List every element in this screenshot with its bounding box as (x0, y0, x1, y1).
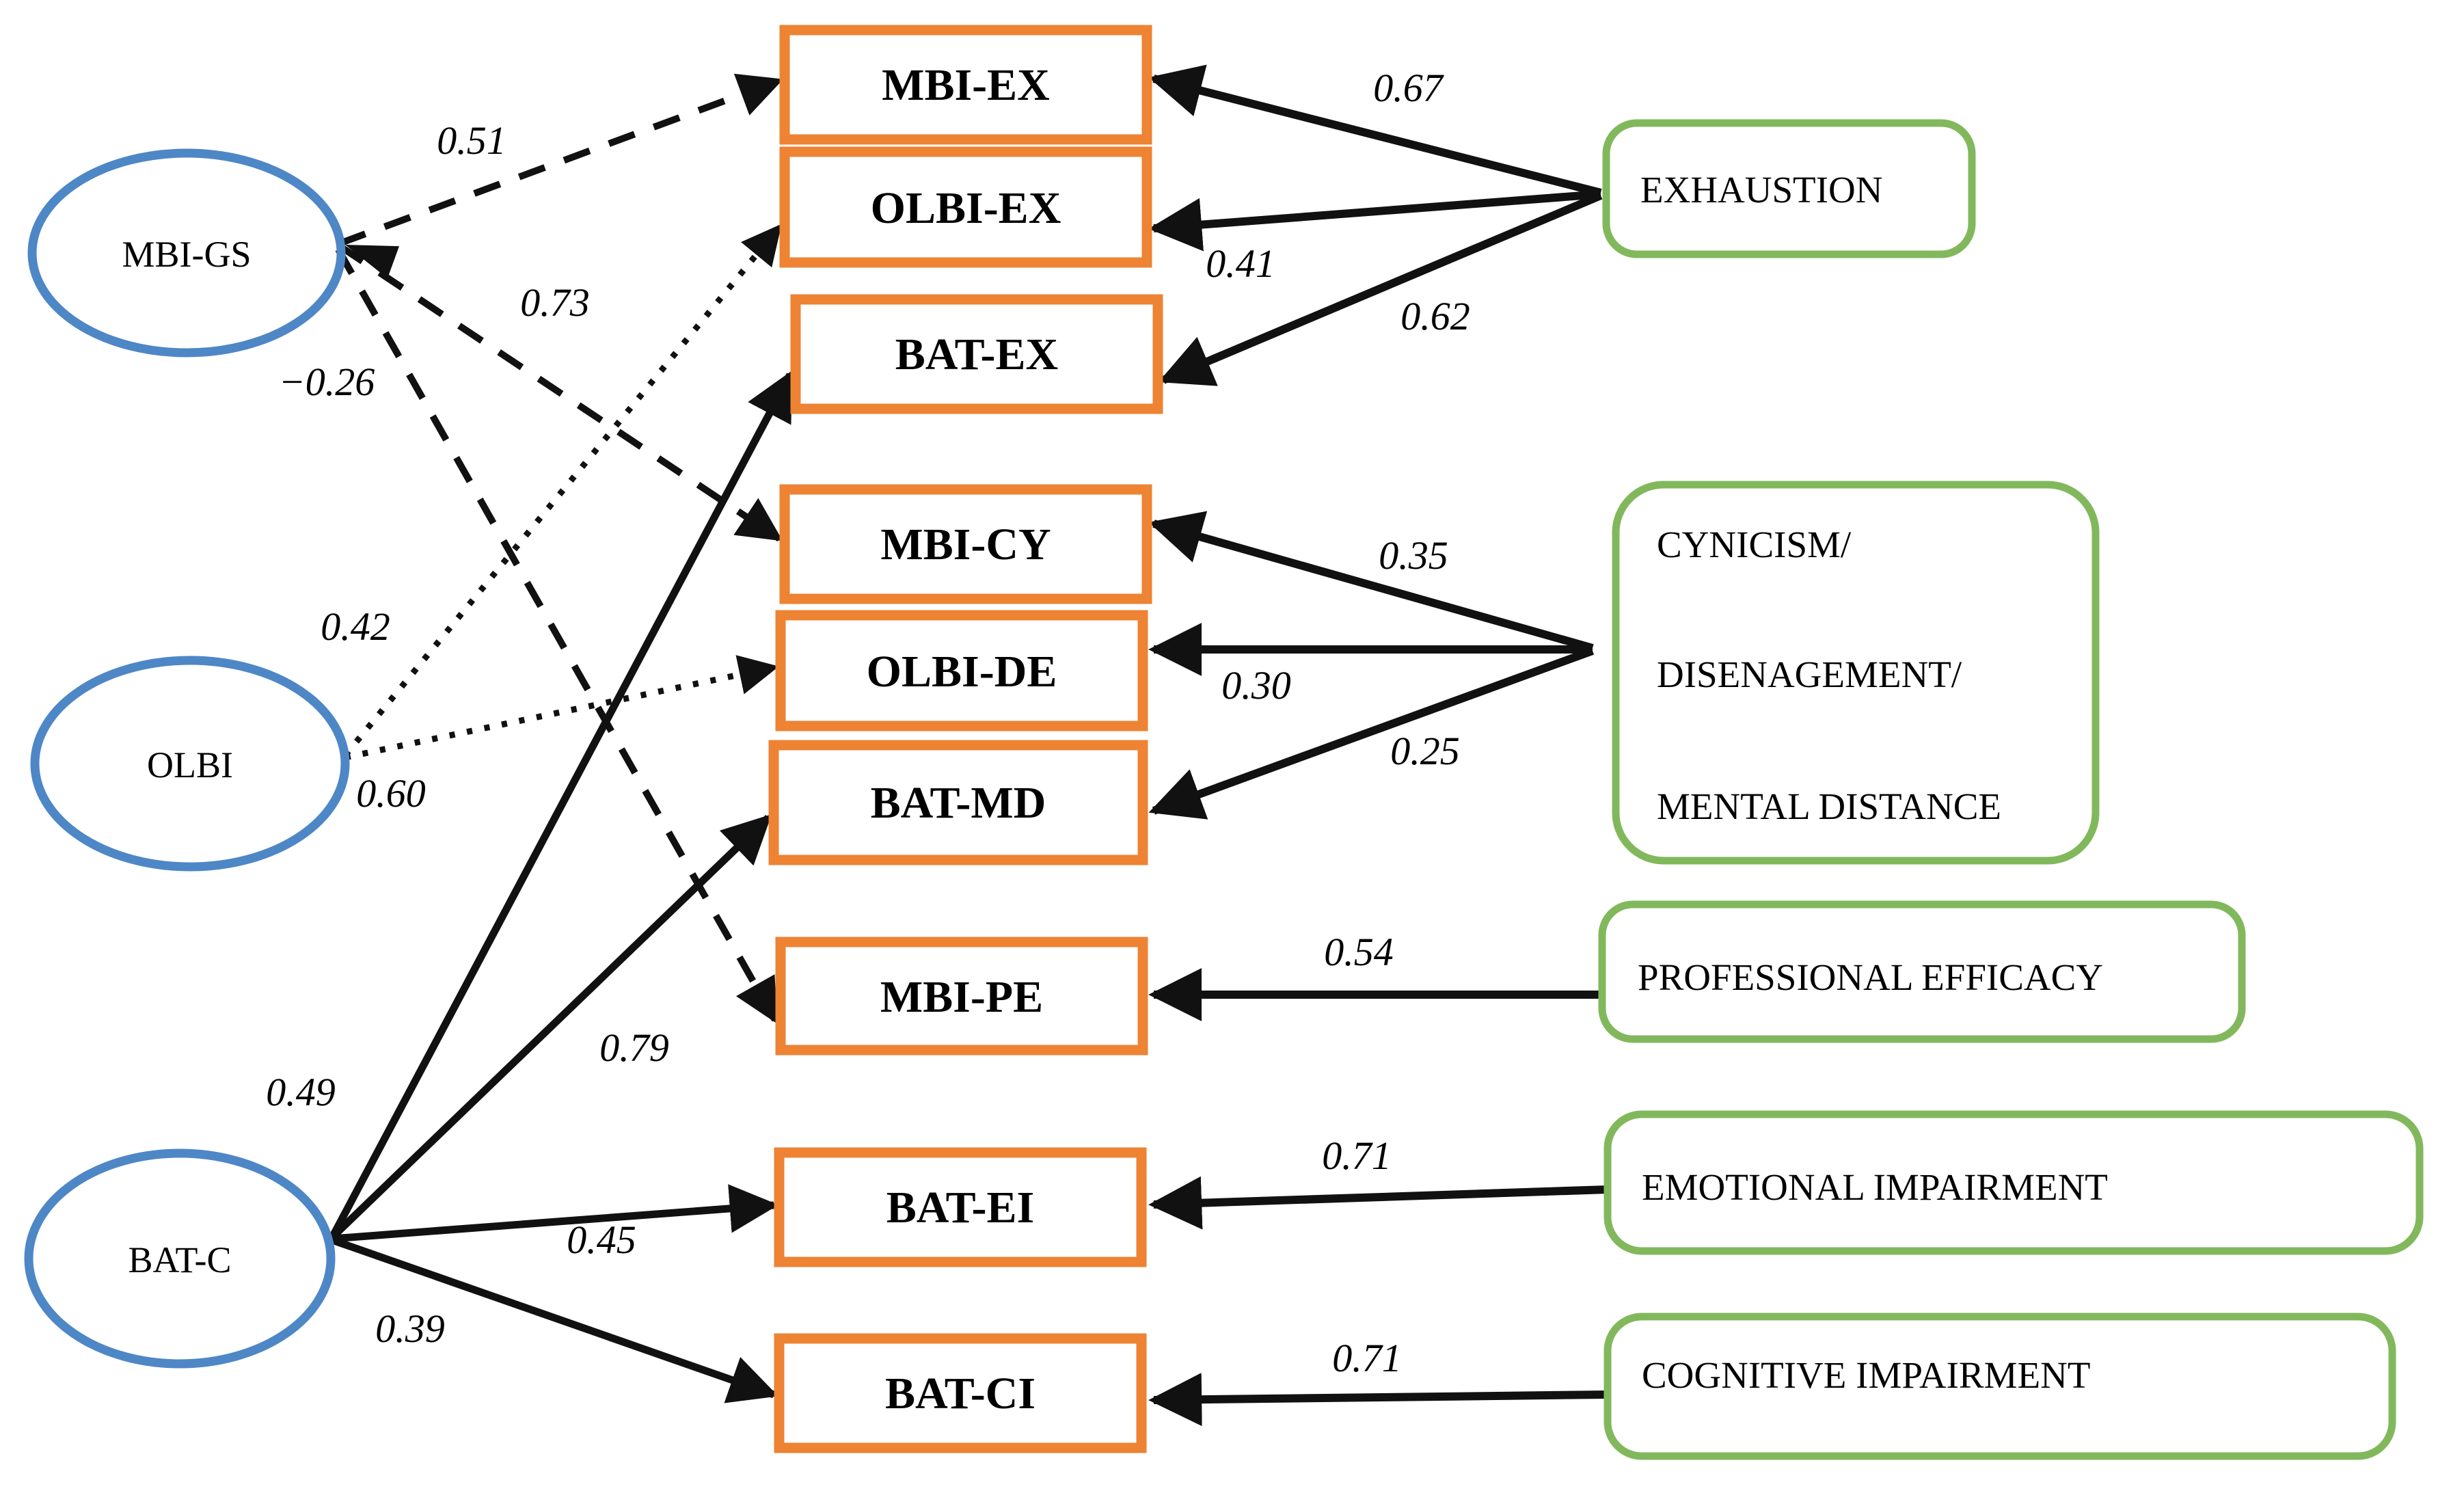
indicator-label-mbi-pe: MBI-PE (880, 972, 1043, 1022)
indicator-label-bat-ei: BAT-EI (886, 1183, 1034, 1233)
path-value-label: 0.42 (321, 604, 390, 649)
indicator-box-bat-ei (774, 1147, 1147, 1267)
indicator-box-mbi-cy (779, 484, 1152, 604)
path-value-label: 0.49 (266, 1070, 336, 1114)
loading-value-label: 0.54 (1324, 930, 1394, 974)
indicator-box-bat-md (768, 740, 1148, 865)
scale-ellipse-bat-c (24, 1148, 336, 1369)
loading-value-label: 0.71 (1332, 1336, 1402, 1380)
indicator-label-bat-md: BAT-MD (871, 778, 1046, 828)
loading-cynicism-to-mbi-cy (1148, 511, 1594, 652)
loading-value-label: 0.25 (1390, 729, 1460, 773)
indicator-node-olbi-ex: OLBI-EX (779, 146, 1152, 268)
path-value-label: 0.45 (567, 1218, 636, 1262)
factor-box-cynicism (1612, 481, 2100, 865)
loading-exhaustion-to-olbi-ex (1148, 190, 1601, 252)
path-bat-c-to-bat-md (329, 814, 772, 1240)
loading-value-label: 0.35 (1379, 533, 1448, 578)
path-bat-c-to-bat-ei (331, 1184, 779, 1243)
factor-label-cynicism-line1: CYNICISM/ (1657, 524, 1852, 565)
indicator-nodes: MBI-EX OLBI-EX BAT-EX MBI-CY OLBI-DE BAT… (768, 25, 1163, 1453)
factor-node-exhaustion: EXHAUSTION (1602, 119, 1976, 258)
loading-cynicism-to-bat-md (1148, 647, 1595, 820)
scale-nodes: MBI-GS OLBI BAT-C (24, 148, 350, 1369)
scale-node-olbi: OLBI (30, 656, 350, 872)
factor-label-cognitive-impairment: COGNITIVE IMPAIRMENT (1642, 1354, 2090, 1396)
loading-value-label: 0.41 (1206, 241, 1275, 286)
indicator-label-olbi-de: OLBI-DE (867, 647, 1057, 697)
factor-node-professional-efficacy: PROFESSIONAL EFFICACY (1598, 900, 2246, 1043)
scale-ellipse-olbi (30, 656, 350, 872)
indicator-box-olbi-ex (779, 146, 1152, 268)
indicator-box-mbi-pe (775, 937, 1148, 1055)
loading-value-label: 0.62 (1400, 294, 1470, 338)
factor-loading-paths (1148, 64, 1608, 1427)
path-value-label: 0.73 (520, 280, 590, 325)
factor-box-emotional-impairment (1603, 1110, 2424, 1255)
indicator-node-bat-md: BAT-MD (768, 740, 1148, 865)
path-olbi-to-olbi-de (344, 655, 779, 761)
factor-box-exhaustion (1602, 119, 1976, 258)
factor-label-cynicism-line2: DISENAGEMENT/ (1657, 654, 1962, 695)
factor-nodes: EXHAUSTION CYNICISM/ DISENAGEMENT/ MENTA… (1598, 119, 2424, 1460)
path-olbi-to-olbi-ex (342, 224, 782, 757)
path-value-label: 0.51 (437, 118, 506, 163)
indicator-node-olbi-de: OLBI-DE (775, 610, 1148, 731)
scale-node-mbi-gs: MBI-GS (27, 148, 346, 358)
indicator-box-bat-ci (774, 1333, 1147, 1453)
indicator-label-bat-ex: BAT-EX (895, 330, 1058, 379)
indicator-node-mbi-cy: MBI-CY (779, 484, 1152, 604)
loading-cognitive-impairment-to-bat-ci (1148, 1373, 1608, 1427)
indicator-label-olbi-ex: OLBI-EX (871, 183, 1061, 233)
loading-value-label: 0.30 (1221, 663, 1291, 708)
factor-node-emotional-impairment: EMOTIONAL IMPAIRMENT (1603, 1110, 2424, 1255)
path-mbi-gs-to-mbi-ex (338, 73, 784, 247)
path-mbi-gs-to-mbi-cy (338, 243, 783, 542)
scale-node-bat-c: BAT-C (24, 1148, 336, 1369)
indicator-node-mbi-ex: MBI-EX (779, 25, 1152, 145)
path-value-labels: 0.51 0.73 −0.26 0.42 0.60 0.49 0.79 0.45… (266, 66, 1470, 1380)
back-arrowhead-mbi-gs-icon (345, 245, 400, 279)
factor-label-exhaustion: EXHAUSTION (1640, 169, 1882, 211)
scale-label-mbi-gs: MBI-GS (122, 234, 251, 275)
factor-box-professional-efficacy (1598, 900, 2246, 1043)
loading-emotional-impairment-to-bat-ei (1148, 1176, 1608, 1230)
indicator-label-mbi-cy: MBI-CY (880, 520, 1051, 569)
loading-value-label: 0.67 (1373, 66, 1444, 110)
indicator-node-mbi-pe: MBI-PE (775, 937, 1148, 1055)
scale-to-indicator-paths (329, 73, 794, 1403)
path-value-label: −0.26 (279, 360, 375, 404)
indicator-box-olbi-de (775, 610, 1148, 731)
indicator-box-mbi-ex (779, 25, 1152, 145)
factor-box-cognitive-impairment (1603, 1313, 2396, 1460)
indicator-node-bat-ex: BAT-EX (790, 294, 1163, 414)
path-bat-c-to-bat-ci (331, 1236, 779, 1403)
factor-label-cynicism-line3: MENTAL DISTANCE (1657, 785, 2001, 827)
scale-label-olbi: OLBI (147, 744, 233, 785)
factor-label-emotional-impairment: EMOTIONAL IMPAIRMENT (1642, 1166, 2108, 1208)
loading-value-label: 0.71 (1322, 1133, 1392, 1178)
indicator-label-bat-ci: BAT-CI (885, 1369, 1035, 1418)
path-mbi-gs-to-mbi-pe (335, 247, 779, 1024)
scale-ellipse-mbi-gs (27, 148, 346, 358)
path-value-label: 0.79 (599, 1025, 669, 1070)
loading-exhaustion-to-mbi-ex (1148, 64, 1602, 197)
scale-label-bat-c: BAT-C (128, 1239, 231, 1280)
path-value-label: 0.39 (375, 1306, 445, 1351)
loading-exhaustion-to-bat-ex (1158, 191, 1603, 386)
indicator-node-bat-ei: BAT-EI (774, 1147, 1147, 1267)
indicator-node-bat-ci: BAT-CI (774, 1333, 1147, 1453)
indicator-label-mbi-ex: MBI-EX (882, 60, 1050, 110)
path-bat-c-to-bat-ex (329, 370, 794, 1239)
factor-node-cognitive-impairment: COGNITIVE IMPAIRMENT (1603, 1313, 2396, 1460)
factor-node-cynicism: CYNICISM/ DISENAGEMENT/ MENTAL DISTANCE (1612, 481, 2100, 865)
factor-label-professional-efficacy: PROFESSIONAL EFFICACY (1638, 956, 2103, 998)
indicator-box-bat-ex (790, 294, 1163, 414)
path-value-label: 0.60 (356, 771, 426, 816)
